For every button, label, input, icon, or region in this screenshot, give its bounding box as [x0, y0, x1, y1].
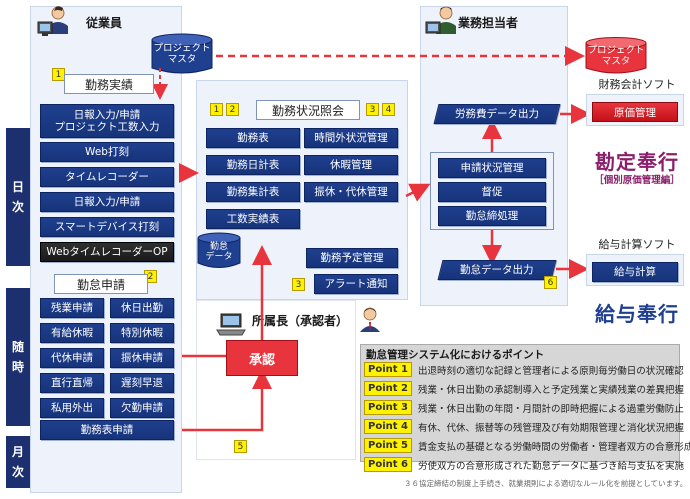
staff-role: 業務担当者 [424, 4, 564, 44]
kinmu-item-web-time-recorder-op[interactable]: WebタイムレコーダーOP [40, 242, 174, 262]
point-label: Point 2 [364, 381, 412, 396]
attendance-db-label: 勤怠データ [205, 242, 233, 262]
payroll-title: 給与計算ソフト [598, 238, 676, 251]
output-num: 6 [544, 276, 557, 289]
point-text: 残業・休日出勤の年間・月間計の即時把握による過重労働防止 [418, 404, 684, 415]
shinsei-tokubetsu[interactable]: 特別休暇 [110, 323, 174, 343]
point-label: Point 3 [364, 400, 412, 415]
point-text: 出退時刻の適切な記録と管理者による原則毎労働日の状況確認 [418, 366, 684, 377]
kanjo-bugyo-logo: 勘定奉行 [595, 150, 679, 174]
schedule-mgmt[interactable]: 勤務予定管理 [306, 248, 398, 268]
status-num-4: 4 [382, 103, 395, 116]
kinmu-item-nippo-koshu[interactable]: 日報入力/申請プロジェクト工数入力 [40, 104, 174, 138]
shinsei-yukyu[interactable]: 有給休暇 [40, 323, 104, 343]
shinsei-chikoku[interactable]: 遅刻早退 [110, 373, 174, 393]
accounting-genka[interactable]: 原価管理 [592, 102, 678, 122]
kinmuhyo-shinsei[interactable]: 勤務表申請 [40, 420, 174, 440]
project-master-db-external-label: プロジェクトマスタ [587, 45, 645, 67]
approval-num: 5 [234, 440, 247, 453]
shinsei-shiyo[interactable]: 私用外出 [40, 398, 104, 418]
project-master-db: プロジェクトマスタ [150, 32, 214, 76]
shinsei-chokko[interactable]: 直行直帰 [40, 373, 104, 393]
accounting-title: 財務会計ソフト [598, 78, 676, 91]
kintai-shinsei-title: 勤怠申請 [54, 274, 148, 294]
period-daily: 日次 [6, 128, 30, 266]
point-text: 労使双方の合意形成された勤怠データに基づき給与支払を実施 [418, 461, 685, 472]
status-num-3: 3 [366, 103, 379, 116]
project-master-db-external: プロジェクトマスタ [584, 36, 648, 76]
shinsei-zangyo[interactable]: 残業申請 [40, 298, 104, 318]
kinmu-jisseki-title: 勤務実績 [64, 74, 154, 94]
person-at-pc-icon [425, 6, 456, 34]
kyuyo-bugyo-logo: 給与奉行 [595, 302, 679, 326]
point-label: Point 4 [364, 419, 412, 434]
staff-shinsei-status[interactable]: 申請状況管理 [438, 158, 546, 178]
period-occasional: 随時 [6, 288, 30, 426]
point-label: Point 6 [364, 457, 412, 472]
attendance-db: 勤怠データ [196, 232, 242, 270]
approval-box[interactable]: 承認 [226, 340, 298, 376]
shinsei-kyujitsu[interactable]: 休日出勤 [110, 298, 174, 318]
status-num-1: 1 [210, 103, 223, 116]
manager-role: 所属長（承認者） [212, 304, 382, 340]
point-text: 有休、代休、振替等の残管理及び有効期限管理と消化状況把握 [418, 423, 685, 434]
payroll-calc[interactable]: 給与計算 [592, 262, 678, 282]
kinmu-item-smart-device[interactable]: スマートデバイス打刻 [40, 217, 174, 237]
status-koshu-jisseki[interactable]: 工数実績表 [206, 209, 300, 229]
status-shukeihyo[interactable]: 勤務集計表 [206, 182, 300, 202]
kinmu-item-time-recorder[interactable]: タイムレコーダー [40, 167, 174, 187]
shinsei-furikyu[interactable]: 振休申請 [110, 348, 174, 368]
staff-tokusoku[interactable]: 督促 [438, 182, 546, 202]
status-num-2: 2 [226, 103, 239, 116]
points-box [360, 344, 680, 462]
period-monthly: 月次 [6, 436, 30, 488]
point-label: Point 1 [364, 362, 412, 377]
laptop-icon [216, 313, 246, 336]
database-icon [197, 232, 241, 268]
status-nikkeihyo[interactable]: 勤務日計表 [206, 155, 300, 175]
kanjo-bugyo-sub: ［個別原価管理編］ [594, 175, 680, 186]
database-icon [585, 37, 647, 74]
points-heading: 勤怠管理システム化におけるポイント [366, 349, 545, 361]
point-label: Point 5 [364, 438, 412, 453]
project-master-db-label: プロジェクトマスタ [153, 43, 211, 65]
status-kyuka[interactable]: 休暇管理 [304, 155, 398, 175]
database-icon [151, 33, 213, 74]
staff-shime[interactable]: 勤怠締処理 [438, 206, 546, 226]
kinmu-item-nippo[interactable]: 日報入力/申請 [40, 192, 174, 212]
manager-person-icon [360, 307, 380, 332]
staff-role-label: 業務担当者 [458, 16, 519, 30]
manager-role-label: 所属長（承認者） [252, 314, 349, 328]
employee-role-label: 従業員 [86, 16, 123, 30]
shinsei-daikyu[interactable]: 代休申請 [40, 348, 104, 368]
attendance-data-output[interactable]: 勤怠データ出力 [437, 260, 557, 280]
alert-num: 3 [292, 278, 305, 291]
point-text: 残業・休日出勤の承認制導入と予定残業と実績残業の差異把握 [418, 385, 685, 396]
points-footnote: ３６協定締結の制度上手続き、就業規則による適切なルール化を前提としています。 [404, 479, 688, 488]
status-furikyu-daikyu[interactable]: 振休・代休管理 [304, 182, 398, 202]
employee-role: 従業員 [36, 4, 176, 44]
shinsei-kekkin[interactable]: 欠勤申請 [110, 398, 174, 418]
status-kinmuhyo[interactable]: 勤務表 [206, 128, 300, 148]
person-at-pc-icon [37, 6, 68, 36]
kinmu-item-web-dakoku[interactable]: Web打刻 [40, 142, 174, 162]
status-jikangai[interactable]: 時間外状況管理 [304, 128, 398, 148]
alert-notification[interactable]: アラート通知 [314, 274, 398, 294]
labor-cost-output[interactable]: 労務費データ出力 [433, 104, 561, 124]
point-text: 賃金支払の基礎となる労働時間の労働者・管理者双方の合意形成 [418, 442, 690, 453]
status-panel-title: 勤務状況照会 [256, 100, 360, 120]
